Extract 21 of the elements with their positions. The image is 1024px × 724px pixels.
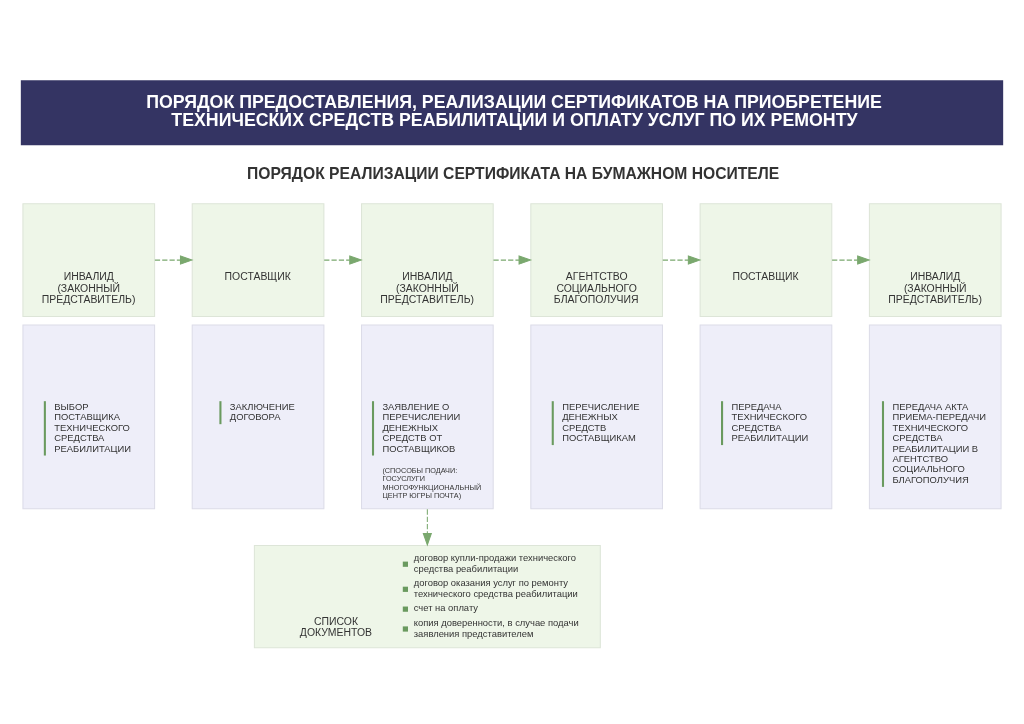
arrow <box>422 508 433 547</box>
node-box: ПОСТАВЩИК <box>699 203 833 318</box>
node-box: АГЕНТСТВО СОЦИАЛЬНОГО БЛАГОПОЛУЧИЯ <box>530 203 663 318</box>
node-box: ИНВАЛИД (ЗАКОННЫЙ ПРЕДСТАВИТЕЛЬ) <box>361 203 494 318</box>
node-box: ПЕРЕЧИСЛЕНИЕ ДЕНЕЖНЫХ СРЕДСТВ ПОСТАВЩИКАМ <box>530 324 663 510</box>
node-box: ЗАЯВЛЕНИЕ О ПЕРЕЧИСЛЕНИИ ДЕНЕЖНЫХ СРЕДСТВ ОТ ПОСТАВЩИКОВ (СПОСОБЫ ПОДАЧИ: ГОСУСЛУГИ МНОГОФУНКЦИОНАЛЬНЫЙ ЦЕНТР ЮГРЫ ПОЧТА) <box>361 324 494 510</box>
node-box: ПЕРЕДАЧА АКТА ПРИЕМА-ПЕРЕДАЧИ ТЕХНИЧЕСКОГО СРЕДСТВА РЕАБИЛИТАЦИИ В АГЕНТСТВО СОЦИАЛЬНОГО БЛАГОПОЛУЧИЯ <box>868 324 1002 510</box>
node-box: ПЕРЕДАЧА ТЕХНИЧЕСКОГО СРЕДСТВА РЕАБИЛИТАЦИИ <box>699 324 833 510</box>
node-box: ЗАКЛЮЧЕНИЕ ДОГОВОРА <box>191 324 325 510</box>
arrow <box>154 255 194 265</box>
node-box: ИНВАЛИД (ЗАКОННЫЙ ПРЕДСТАВИТЕЛЬ) <box>868 203 1002 318</box>
node-box: СПИСОК ДОКУМЕНТОВ договор купли-продажи технического средства реабилитации договор оказания услуг по ремонту технического средства реабилитации счет на оплату копия доверенности, в случае подачи заявления представителем <box>253 544 601 649</box>
node-box: ИНВАЛИД (ЗАКОННЫЙ ПРЕДСТАВИТЕЛЬ) <box>22 203 156 318</box>
arrow <box>662 255 702 265</box>
arrow <box>492 255 533 265</box>
node-box: ПОСТАВЩИК <box>191 203 325 318</box>
diagram-title: ПОРЯДОК ПРЕДОСТАВЛЕНИЯ, РЕАЛИЗАЦИИ СЕРТИФИКАТОВ НА ПРИОБРЕТЕНИЕ ТЕХНИЧЕСКИХ СРЕДСТВ РЕАБИЛИТАЦИИ И ОПЛАТУ УСЛУГ ПО ИХ РЕМОНТУ <box>146 92 882 130</box>
arrow <box>831 255 871 265</box>
node-box: ВЫБОР ПОСТАВЩИКА ТЕХНИЧЕСКОГО СРЕДСТВА РЕАБИЛИТАЦИИ <box>22 324 156 510</box>
label: ПОРЯДОК РЕАЛИЗАЦИИ СЕРТИФИКАТА НА БУМАЖНОМ НОСИТЕЛЕ <box>247 165 780 183</box>
arrow <box>323 255 363 265</box>
